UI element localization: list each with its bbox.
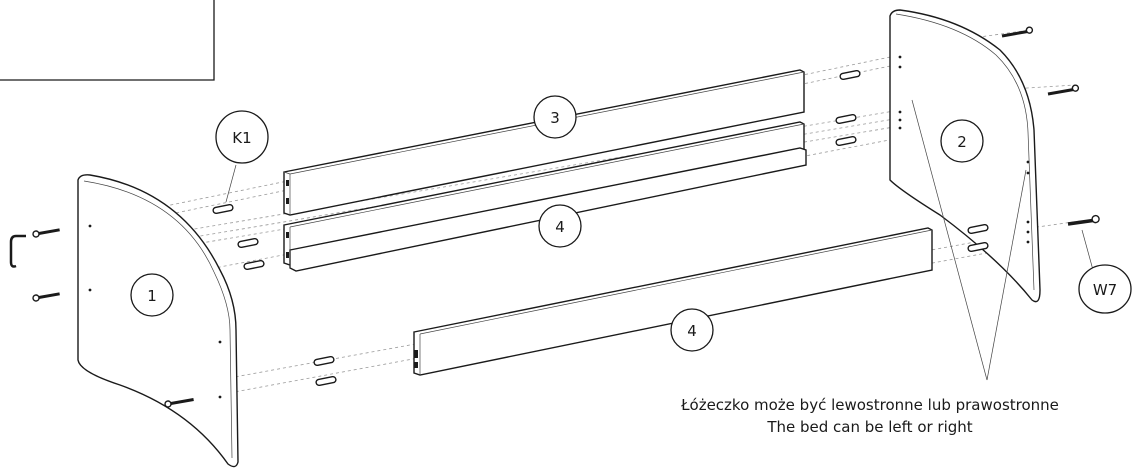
callout-w7: W7 — [1078, 264, 1132, 314]
callout-part-4-lower: 4 — [670, 308, 714, 352]
callout-part-1: 1 — [130, 273, 174, 317]
dowels — [212, 69, 989, 387]
rail-4-lower — [413, 227, 933, 376]
inset-frame — [0, 0, 215, 81]
callout-part-3-label: 3 — [550, 109, 560, 127]
callout-k1-label: K1 — [232, 129, 251, 147]
callout-part-1-label: 1 — [147, 287, 157, 305]
callout-part-2-label: 2 — [957, 133, 967, 151]
callout-part-4-lower-label: 4 — [687, 322, 697, 340]
callout-part-2: 2 — [940, 119, 984, 163]
callout-part-4-upper: 4 — [538, 204, 582, 248]
callout-part-4-upper-label: 4 — [555, 218, 565, 236]
note-line-english: The bed can be left or right — [767, 418, 973, 436]
note-line-polish: Łóżeczko może być lewostronne lub prawos… — [681, 396, 1059, 414]
panel-1 — [77, 174, 239, 468]
allen-key-icon — [9, 234, 26, 268]
callout-w7-label: W7 — [1093, 281, 1117, 299]
screws — [32, 26, 1100, 408]
callout-part-3: 3 — [533, 95, 577, 139]
orientation-note: Łóżeczko może być lewostronne lub prawos… — [600, 394, 1139, 438]
leader-lines — [225, 99, 1094, 381]
callout-k1: K1 — [215, 110, 269, 164]
